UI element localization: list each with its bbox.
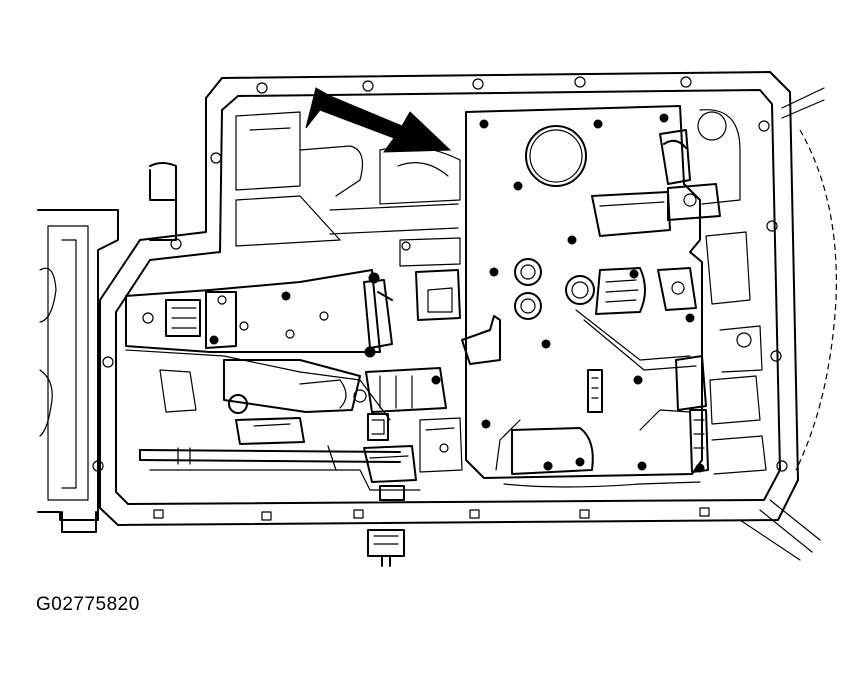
transmission-valve-body-diagram: [37, 71, 837, 567]
valve-body-plate: [465, 105, 705, 479]
valve-body-bolt: [489, 267, 499, 277]
bolt-hole: [102, 356, 114, 368]
bolt-hole: [776, 460, 788, 472]
shift-solenoids: [514, 258, 697, 371]
direction-arrow: [305, 87, 452, 153]
valve-body-bolt: [685, 313, 695, 323]
bolt-hole: [766, 220, 778, 232]
valve-body-bolt: [541, 339, 551, 349]
solenoid: [514, 258, 542, 286]
lower-center-components: [363, 417, 463, 501]
bolt-hole: [210, 152, 222, 164]
pan-bolt-holes: [92, 76, 788, 521]
bolt-hole: [153, 509, 164, 519]
valve-body-bolt: [629, 269, 639, 279]
solenoid: [565, 275, 595, 305]
manual-linkage: [125, 349, 447, 445]
valve-body-bolt: [659, 113, 669, 123]
valve-body-bolt: [633, 375, 643, 385]
bolt-hole: [353, 509, 364, 519]
bolt-hole: [699, 507, 710, 517]
valve-body-wiring: [495, 409, 701, 488]
bolt-hole: [680, 76, 692, 88]
bolt-hole: [362, 80, 374, 92]
valve-body-bolt: [593, 119, 603, 129]
bolt-hole: [256, 82, 268, 94]
valve-body-bolt: [637, 461, 647, 471]
oil-tube: [139, 445, 421, 491]
bolt-hole: [261, 511, 272, 521]
figure-id-label: G02775820: [36, 594, 140, 615]
solenoid: [514, 292, 542, 320]
transmission-case-right: [739, 87, 837, 561]
valve-body-bolt: [481, 419, 491, 429]
accumulator-bore: [525, 125, 587, 187]
bolt-hole: [758, 120, 770, 132]
pressure-control-solenoid: [595, 267, 646, 315]
valve-body-bolt: [567, 235, 577, 245]
oil-pan-flange: [99, 71, 799, 526]
drain-plug: [367, 529, 405, 567]
upper-right-bracket: [591, 109, 751, 305]
valve-body-bolt: [479, 119, 489, 129]
transmission-case-left: [37, 209, 119, 533]
bolt-hole: [469, 509, 480, 519]
valve-body-lower-components: [461, 315, 767, 475]
filter-plate: [511, 427, 594, 475]
bolt-hole: [579, 509, 590, 519]
manual-shaft-lever-assembly: [125, 269, 461, 358]
bolt-hole: [92, 460, 104, 472]
bolt-hole: [574, 76, 586, 88]
valve-body-bolt: [513, 181, 523, 191]
bolt-hole: [472, 78, 484, 90]
bolt-hole: [770, 350, 782, 362]
